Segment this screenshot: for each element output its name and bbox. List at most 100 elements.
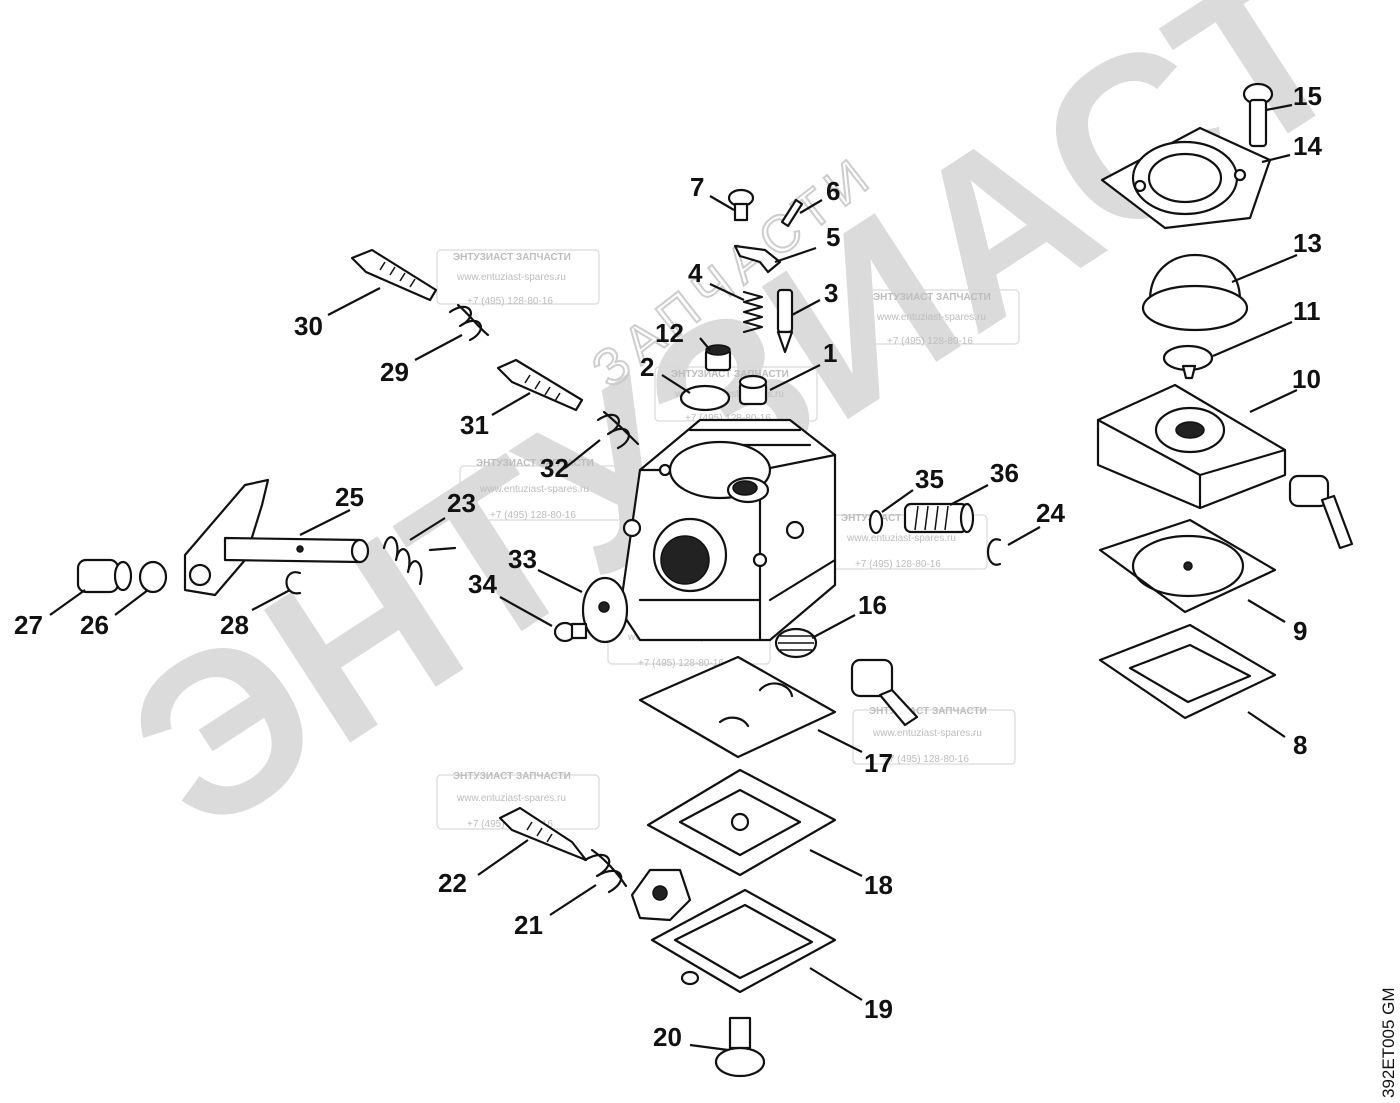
- part-33-drawing: [581, 576, 629, 644]
- part-10-drawing: [1096, 383, 1354, 550]
- stamp-title: ЭНТУЗИАСТ ЗАПЧАСТИ: [841, 513, 959, 524]
- part-label-36: 36: [990, 458, 1019, 488]
- part-29-drawing: [448, 303, 490, 342]
- part-label-32: 32: [540, 453, 569, 483]
- part-label-30: 30: [294, 311, 323, 341]
- stamp-title: ЭНТУЗИАСТ ЗАПЧАСТИ: [453, 252, 571, 263]
- carburetor-body-drawing: [618, 418, 837, 642]
- stamp-phone: +7 (495) 128-80-16: [490, 510, 576, 521]
- part-label-5: 5: [826, 222, 840, 252]
- part-27-drawing: [76, 558, 133, 594]
- part-32-drawing: [596, 410, 640, 450]
- part-label-26: 26: [80, 610, 109, 640]
- part-2-drawing: [679, 384, 731, 412]
- stamp-phone: +7 (495) 128-80-16: [883, 754, 969, 765]
- part-9-drawing: [1098, 518, 1277, 614]
- part-19-drawing: [630, 868, 837, 994]
- stamp-site: www.entuziast-spares.ru: [456, 793, 566, 804]
- part-11-drawing: [1162, 344, 1214, 380]
- part-label-34: 34: [468, 569, 497, 599]
- stamp-phone: +7 (495) 128-80-16: [887, 336, 973, 347]
- part-20-drawing: [714, 1016, 766, 1078]
- part-26-drawing: [138, 560, 168, 594]
- part-label-10: 10: [1292, 364, 1321, 394]
- stamp-phone: +7 (495) 128-80-16: [467, 296, 553, 307]
- stamp-site: www.entuziast-spares.ru: [846, 533, 956, 544]
- stamp-title: ЭНТУЗИАСТ ЗАПЧАСТИ: [869, 706, 987, 717]
- watermark-stamp: ЭНТУЗИАСТ ЗАПЧАСТИ www.entuziast-spares.…: [856, 289, 1020, 347]
- part-14-drawing: [1100, 126, 1272, 230]
- part-16-drawing: [774, 627, 818, 659]
- part-number-labels: 1 2 3 4 5 6 7 8 9 10 11 12 13 14 15 16 1…: [14, 81, 1322, 1052]
- stamp-phone: +7 (495) 128-80-16: [685, 413, 771, 424]
- part-34-drawing: [553, 621, 588, 643]
- part-15-drawing: [1242, 82, 1274, 148]
- part-label-24: 24: [1036, 498, 1065, 528]
- part-30-drawing: [350, 248, 438, 302]
- part-label-23: 23: [447, 488, 476, 518]
- watermark-stamp: ЭНТУЗИАСТ ЗАПЧАСТИ www.entuziast-spares.…: [459, 458, 623, 521]
- part-36-drawing: [903, 502, 975, 534]
- part-28-drawing: [285, 571, 302, 595]
- part-7-drawing: [727, 188, 755, 222]
- leader-lines: [49, 103, 1298, 1052]
- stamp-site: www.entuziast-spares.ru: [876, 312, 986, 323]
- part-label-19: 19: [864, 994, 893, 1024]
- stamp-site: www.entuziast-spares.ru: [872, 728, 982, 739]
- part-label-18: 18: [864, 870, 893, 900]
- part-18-drawing: [646, 768, 837, 877]
- part-label-4: 4: [688, 258, 703, 288]
- part-21-drawing: [583, 848, 628, 894]
- part-label-7: 7: [690, 172, 704, 202]
- stamp-phone: +7 (495) 128-80-16: [855, 559, 941, 570]
- part-1-drawing: [738, 374, 768, 406]
- part-label-27: 27: [14, 610, 43, 640]
- stamp-site: www.entuziast-spares.ru: [456, 272, 566, 283]
- part-23-drawing: [382, 536, 457, 586]
- part-label-15: 15: [1293, 81, 1322, 111]
- stamp-title: ЭНТУЗИАСТ ЗАПЧАСТИ: [873, 292, 991, 303]
- part-label-12: 12: [655, 318, 684, 348]
- part-label-16: 16: [858, 590, 887, 620]
- inlet-fitting-drawing: [850, 658, 919, 727]
- part-label-33: 33: [508, 544, 537, 574]
- part-24-drawing: [987, 538, 1002, 566]
- stamp-site: www.entuziast-spares.ru: [479, 484, 589, 495]
- part-12-drawing: [704, 344, 732, 372]
- part-label-25: 25: [335, 482, 364, 512]
- part-label-35: 35: [915, 464, 944, 494]
- watermark-stamp: ЭНТУЗИАСТ ЗАПЧАСТИ www.entuziast-spares.…: [852, 706, 1016, 765]
- part-5-drawing: [733, 244, 782, 274]
- part-label-11: 11: [1293, 296, 1321, 326]
- part-label-14: 14: [1293, 131, 1322, 161]
- part-label-20: 20: [653, 1022, 682, 1052]
- part-label-3: 3: [824, 278, 838, 308]
- part-label-31: 31: [460, 410, 489, 440]
- stamp-phone: +7 (495) 128-80-16: [638, 658, 724, 669]
- part-label-8: 8: [1293, 730, 1307, 760]
- part-25-drawing: [183, 478, 370, 597]
- part-label-9: 9: [1293, 616, 1307, 646]
- stamp-title: ЭНТУЗИАСТ ЗАПЧАСТИ: [671, 369, 789, 380]
- part-label-13: 13: [1293, 228, 1322, 258]
- drawing-code: 392ET005 GM: [1379, 987, 1398, 1098]
- part-13-drawing: [1141, 254, 1249, 332]
- part-22-drawing: [498, 806, 588, 862]
- part-6-drawing: [780, 198, 804, 228]
- stamp-title: ЭНТУЗИАСТ ЗАПЧАСТИ: [453, 771, 571, 782]
- part-label-2: 2: [640, 352, 654, 382]
- part-3-drawing: [776, 288, 794, 354]
- part-label-6: 6: [826, 176, 840, 206]
- part-label-1: 1: [823, 338, 837, 368]
- part-17-drawing: [638, 655, 837, 759]
- part-label-29: 29: [380, 357, 409, 387]
- watermark-stamp: ЭНТУЗИАСТ ЗАПЧАСТИ www.entuziast-spares.…: [436, 249, 600, 307]
- part-label-21: 21: [514, 910, 543, 940]
- part-31-drawing: [496, 358, 584, 412]
- part-4-drawing: [742, 290, 764, 334]
- part-8-drawing: [1098, 623, 1277, 720]
- part-label-17: 17: [864, 748, 893, 778]
- stamp-title: ЭНТУЗИАСТ ЗАПЧАСТИ: [476, 458, 594, 469]
- part-label-22: 22: [438, 868, 467, 898]
